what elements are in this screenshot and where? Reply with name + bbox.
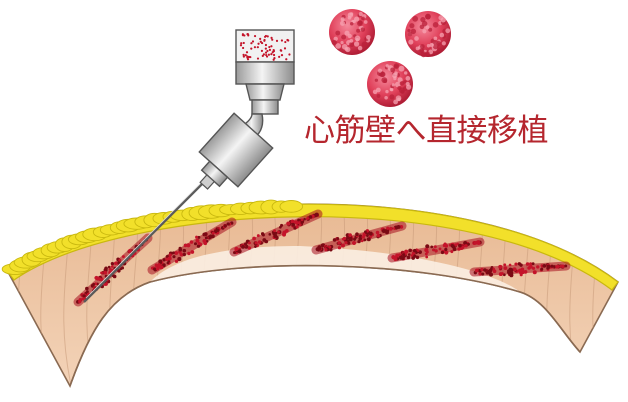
cell-cluster (329, 9, 375, 55)
fat-lobule (280, 200, 303, 212)
syringe-icon (185, 30, 294, 203)
cell-cluster (405, 11, 451, 57)
caption-title: 心筋壁へ直接移植 (304, 116, 548, 147)
cell-cluster-icon (329, 9, 451, 107)
muscle-fiber (501, 191, 509, 390)
cell-cluster (367, 61, 413, 107)
